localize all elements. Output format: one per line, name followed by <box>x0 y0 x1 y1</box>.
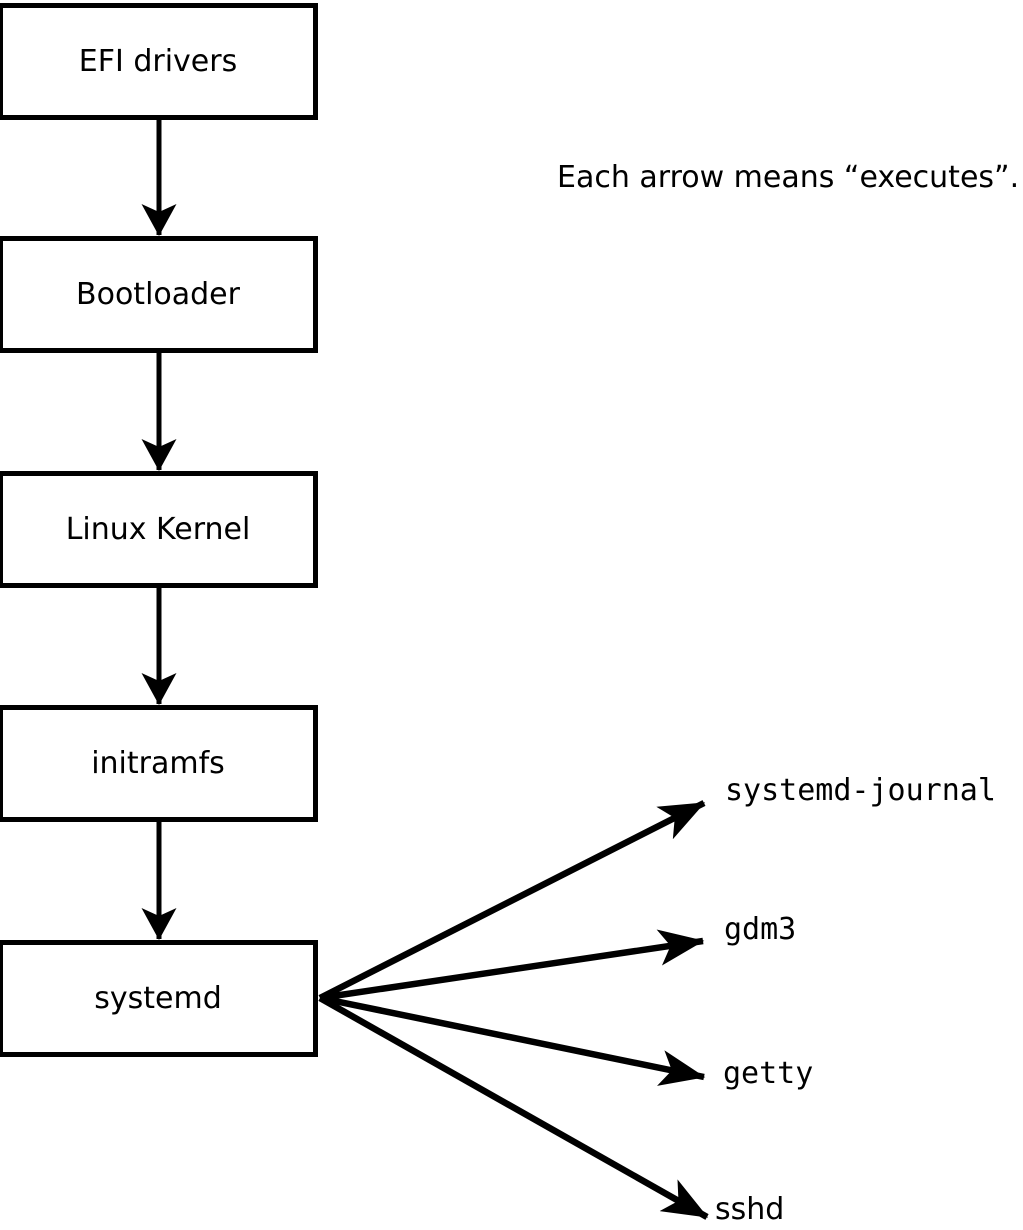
node-efi-drivers: EFI drivers <box>0 3 318 120</box>
node-systemd: systemd <box>0 940 318 1057</box>
node-linux-kernel-label: Linux Kernel <box>65 511 251 547</box>
leaf-sshd: sshd <box>715 1192 785 1227</box>
node-efi-drivers-label: EFI drivers <box>78 43 238 79</box>
node-bootloader-label: Bootloader <box>76 276 240 312</box>
leaf-gdm3: gdm3 <box>724 912 797 947</box>
diagram-caption: Each arrow means “executes”. <box>557 160 1020 195</box>
arrow-systemd-to-getty <box>319 994 706 1086</box>
node-initramfs: initramfs <box>0 705 318 822</box>
node-linux-kernel: Linux Kernel <box>0 471 318 588</box>
node-initramfs-label: initramfs <box>91 745 225 781</box>
node-systemd-label: systemd <box>94 980 222 1016</box>
arrow-systemd-to-gdm3 <box>319 929 705 1002</box>
arrow-systemd-to-journal <box>318 800 706 1001</box>
leaf-systemd-journal: systemd-journal <box>725 773 996 808</box>
node-bootloader: Bootloader <box>0 236 318 353</box>
arrow-systemd-to-sshd <box>318 995 709 1220</box>
leaf-getty: getty <box>723 1056 814 1091</box>
